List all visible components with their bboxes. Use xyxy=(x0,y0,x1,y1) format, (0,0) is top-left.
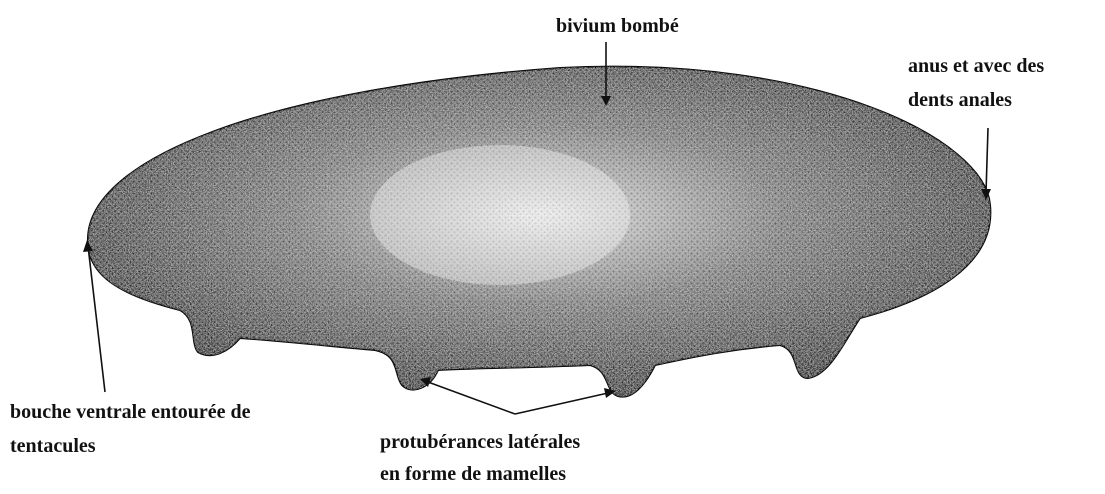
label-protuberances-line1: protubérances latérales xyxy=(380,428,580,456)
arrow-anus xyxy=(981,128,991,200)
label-anus-line2: dents anales xyxy=(908,86,1012,114)
label-bouche-line1: bouche ventrale entourée de xyxy=(10,398,251,426)
label-anus-line1: anus et avec des xyxy=(908,52,1044,80)
label-bouche-line2: tentacules xyxy=(10,432,96,460)
animal-body xyxy=(80,55,1000,405)
arrow-protuberances-right xyxy=(515,388,616,414)
arrow-protuberances-left xyxy=(420,377,515,414)
label-bivium-bombe: bivium bombé xyxy=(556,12,679,40)
label-protuberances-line2: en forme de mamelles xyxy=(380,460,566,488)
